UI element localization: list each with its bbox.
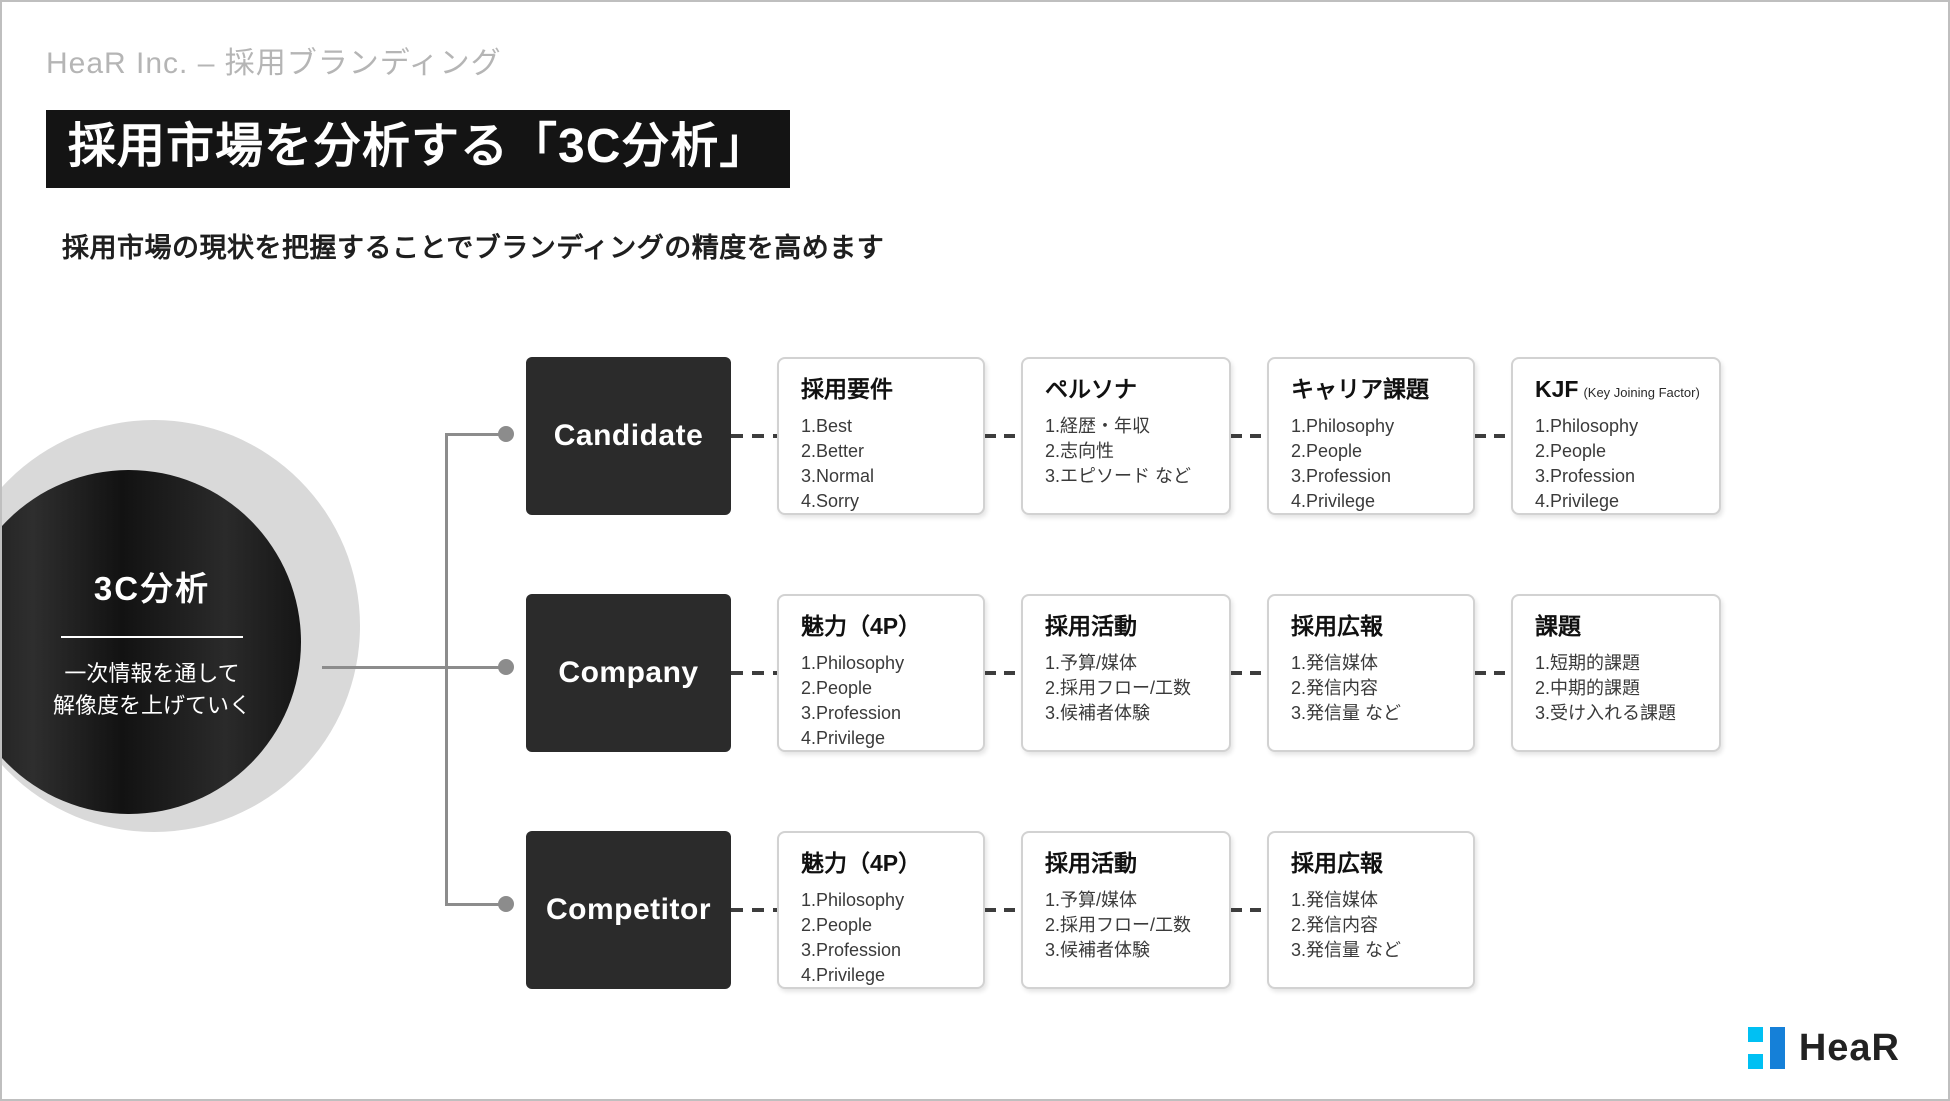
card-competitor-1[interactable]: 魅力（4P） 1.Philosophy 2.People 3.Professio… <box>777 831 985 989</box>
connector-dash <box>731 671 777 675</box>
hear-logo-mark-icon <box>1747 1025 1785 1071</box>
card-competitor-2[interactable]: 採用活動 1.予算/媒体 2.採用フロー/工数 3.候補者体験 <box>1021 831 1231 989</box>
bracket-dot-competitor <box>498 896 514 912</box>
hub-caption: 一次情報を通して 解像度を上げていく <box>52 661 251 718</box>
card-title: 採用要件 <box>801 376 893 402</box>
bracket-stub-candidate <box>445 433 505 436</box>
card-company-1[interactable]: 魅力（4P） 1.Philosophy 2.People 3.Professio… <box>777 594 985 752</box>
card-items: 1.Philosophy 2.People 3.Profession 4.Pri… <box>1291 416 1395 511</box>
connector-dash <box>985 908 1021 912</box>
card-items: 1.Best 2.Better 3.Normal 4.Sorry <box>801 416 875 511</box>
hub-circle: 3C分析 一次情報を通して 解像度を上げていく <box>2 470 301 814</box>
page-title: 採用市場を分析する「3C分析」 <box>68 120 769 173</box>
logo-square-column <box>1747 1027 1763 1069</box>
connector-dash <box>1231 671 1267 675</box>
card-title: KJF(Key Joining Factor) <box>1535 376 1700 402</box>
card-title: 課題 <box>1535 613 1581 639</box>
row-candidate: Candidate 採用要件 1.Best 2.Better 3.Normal … <box>526 357 1721 515</box>
card-company-2[interactable]: 採用活動 1.予算/媒体 2.採用フロー/工数 3.候補者体験 <box>1021 594 1231 752</box>
card-competitor-3[interactable]: 採用広報 1.発信媒体 2.発信内容 3.発信量 など <box>1267 831 1475 989</box>
connector-dash <box>731 434 777 438</box>
bracket-dot-company <box>498 659 514 675</box>
card-title: キャリア課題 <box>1291 376 1429 402</box>
card-candidate-1[interactable]: 採用要件 1.Best 2.Better 3.Normal 4.Sorry <box>777 357 985 515</box>
card-title: 採用活動 <box>1045 613 1137 639</box>
card-title: 採用広報 <box>1291 850 1383 876</box>
page-subtitle: 採用市場の現状を把握することでブランディングの精度を高めます <box>62 233 885 263</box>
connector-dash <box>1475 671 1511 675</box>
bracket-spine <box>445 433 448 906</box>
brand-name: HeaR <box>1798 1027 1900 1069</box>
card-items: 1.経歴・年収 2.志向性 3.エピソード など <box>1045 416 1192 486</box>
logo-square-bottom <box>1747 1054 1763 1069</box>
bracket-dot-candidate <box>498 426 514 442</box>
card-items: 1.Philosophy 2.People 3.Profession 4.Pri… <box>801 653 905 748</box>
card-title: 魅力（4P） <box>801 850 922 876</box>
brand-logo: HeaR <box>1747 1025 1900 1071</box>
card-candidate-4[interactable]: KJF(Key Joining Factor) 1.Philosophy 2.P… <box>1511 357 1721 515</box>
connector-dash <box>985 671 1021 675</box>
category-box-competitor[interactable]: Competitor <box>526 831 731 989</box>
slide-eyebrow: HeaR Inc. – 採用ブランディング <box>46 47 502 80</box>
card-title-sup: (Key Joining Factor) <box>1583 385 1700 400</box>
card-title: 採用活動 <box>1045 850 1137 876</box>
connector-dash <box>1475 434 1511 438</box>
category-box-company[interactable]: Company <box>526 594 731 752</box>
connector-dash <box>985 434 1021 438</box>
logo-square-top <box>1747 1027 1763 1042</box>
card-items: 1.短期的課題 2.中期的課題 3.受け入れる課題 <box>1535 653 1677 723</box>
category-box-candidate[interactable]: Candidate <box>526 357 731 515</box>
card-company-3[interactable]: 採用広報 1.発信媒体 2.発信内容 3.発信量 など <box>1267 594 1475 752</box>
bracket-stub-competitor <box>445 903 505 906</box>
hub-divider <box>61 636 243 639</box>
card-items: 1.発信媒体 2.発信内容 3.発信量 など <box>1291 653 1402 723</box>
connector-dash <box>1231 908 1267 912</box>
card-title: ペルソナ <box>1045 376 1137 402</box>
page-title-band: 採用市場を分析する「3C分析」 <box>46 110 791 189</box>
connector-dash <box>731 908 777 912</box>
card-items: 1.発信媒体 2.発信内容 3.発信量 など <box>1291 890 1402 960</box>
row-company: Company 魅力（4P） 1.Philosophy 2.People 3.P… <box>526 594 1721 752</box>
card-title: 採用広報 <box>1291 613 1383 639</box>
card-items: 1.Philosophy 2.People 3.Profession 4.Pri… <box>801 890 905 985</box>
connector-dash <box>1231 434 1267 438</box>
card-items: 1.Philosophy 2.People 3.Profession 4.Pri… <box>1535 416 1639 511</box>
card-company-4[interactable]: 課題 1.短期的課題 2.中期的課題 3.受け入れる課題 <box>1511 594 1721 752</box>
row-competitor: Competitor 魅力（4P） 1.Philosophy 2.People … <box>526 831 1475 989</box>
bracket-feed-line <box>322 666 446 669</box>
card-candidate-3[interactable]: キャリア課題 1.Philosophy 2.People 3.Professio… <box>1267 357 1475 515</box>
card-candidate-2[interactable]: ペルソナ 1.経歴・年収 2.志向性 3.エピソード など <box>1021 357 1231 515</box>
card-items: 1.予算/媒体 2.採用フロー/工数 3.候補者体験 <box>1045 653 1192 723</box>
logo-bar <box>1769 1027 1785 1069</box>
card-title: 魅力（4P） <box>801 613 922 639</box>
bracket-connector <box>322 426 514 912</box>
bracket-stub-company <box>445 666 505 669</box>
card-items: 1.予算/媒体 2.採用フロー/工数 3.候補者体験 <box>1045 890 1192 960</box>
hub-title: 3C分析 <box>93 570 211 608</box>
